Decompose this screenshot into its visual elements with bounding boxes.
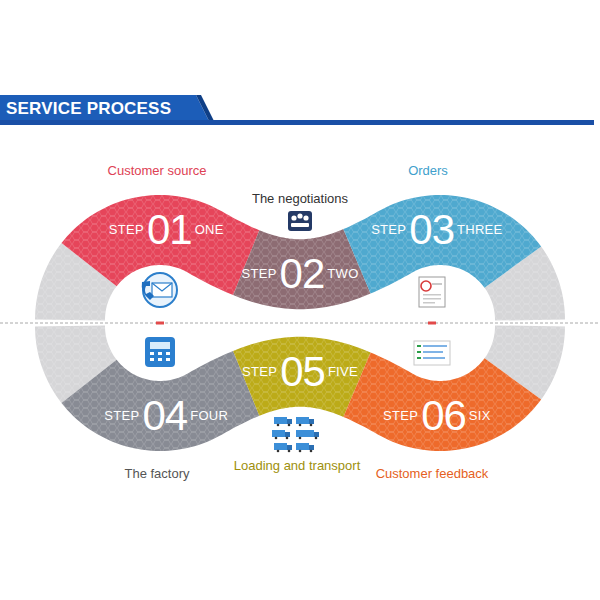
- step-label-group: STEP04FOUR: [104, 394, 228, 438]
- step-number: 04: [142, 394, 187, 438]
- step-number: 02: [280, 252, 325, 296]
- step-label-group: STEP05FIVE: [242, 350, 358, 394]
- step-word: SIX: [469, 408, 491, 424]
- step-number: 03: [409, 208, 454, 252]
- step-heading: The negotiations: [252, 191, 348, 207]
- step-label: STEP: [242, 364, 277, 380]
- step-label-group: STEP06SIX: [383, 394, 491, 438]
- page-title: SERVICE PROCESS: [6, 97, 171, 120]
- step-heading: Loading and transport: [234, 458, 360, 474]
- segment-texture: [343, 195, 541, 294]
- calculator-icon: [145, 337, 175, 367]
- segment-fill: [62, 351, 260, 451]
- step-number: 06: [421, 394, 466, 438]
- phone-mail-icon: [142, 273, 177, 307]
- segment-fill: [62, 195, 260, 295]
- step-word: FIVE: [328, 364, 358, 380]
- axis-marker: [428, 322, 436, 325]
- step-label-group: STEP03THREE: [371, 208, 502, 252]
- axis-marker: [156, 322, 164, 325]
- step-heading: Customer source: [108, 163, 207, 179]
- step-segment: Customer sourceSTEP01ONE: [61, 195, 260, 296]
- step-segment: The factorySTEP04FOUR: [61, 350, 260, 451]
- segment-fill: [343, 352, 541, 451]
- step-label: STEP: [371, 222, 406, 238]
- order-document-icon: [419, 277, 445, 307]
- step-word: THREE: [457, 222, 503, 238]
- step-segment: OrdersSTEP03THREE: [343, 195, 542, 294]
- segment-texture: [62, 195, 260, 295]
- feedback-screen-icon: [414, 341, 450, 365]
- meeting-icon: [288, 211, 312, 231]
- step-heading: Customer feedback: [376, 466, 489, 482]
- step-label: STEP: [104, 408, 139, 424]
- step-word: FOUR: [190, 408, 228, 424]
- segment-texture: [62, 351, 260, 451]
- segment-texture: [343, 352, 541, 451]
- step-segment: Customer feedbackSTEP06SIX: [343, 352, 542, 451]
- step-number: 05: [280, 350, 325, 394]
- step-heading: Orders: [408, 163, 448, 179]
- segment-fill: [343, 195, 541, 294]
- trucks-icon: [272, 417, 319, 452]
- step-label: STEP: [383, 408, 418, 424]
- step-label: STEP: [241, 266, 276, 282]
- step-label-group: STEP01ONE: [109, 208, 224, 252]
- step-heading: The factory: [124, 466, 189, 482]
- step-label-group: STEP02TWO: [241, 252, 358, 296]
- step-label: STEP: [109, 222, 144, 238]
- step-number: 01: [147, 208, 192, 252]
- step-word: ONE: [195, 222, 224, 238]
- header-bar: [0, 95, 594, 125]
- dashed-axis: [0, 323, 600, 324]
- step-word: TWO: [327, 266, 358, 282]
